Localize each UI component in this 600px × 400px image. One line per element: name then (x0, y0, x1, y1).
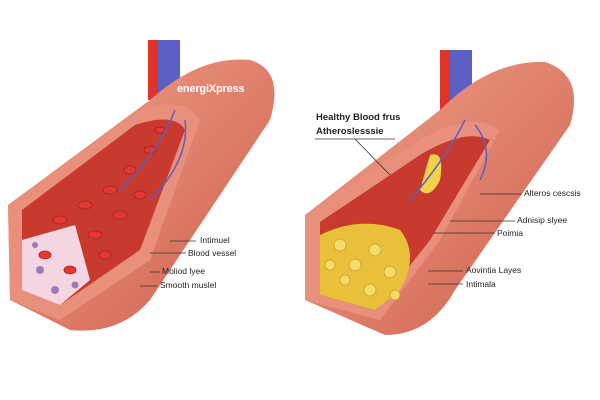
title-healthy-blood: Healthy Blood frus (316, 112, 401, 123)
healthy-vessel (8, 40, 275, 331)
logo-watermark: energiXpress (177, 83, 245, 95)
foam-cells (324, 238, 401, 301)
label-intimuel: Intimuel (200, 235, 230, 245)
artery-stem (148, 40, 158, 100)
vein-branches (119, 109, 187, 201)
label-moliod-lyee: Moliod lyee (162, 266, 205, 276)
title-atherosclerosis: Atheroslesssie (316, 126, 384, 137)
label-aovintia-layes: Aovintia Layes (466, 265, 522, 275)
leader-lines (140, 138, 522, 287)
label-poimia: Poimia (497, 228, 523, 238)
tissue-cells (32, 242, 79, 294)
atherosclerosis-vessel (305, 50, 575, 336)
label-smooth-muslel: Smooth muslel (160, 280, 217, 290)
red-blood-cells (38, 126, 166, 275)
label-intimala: Intimala (466, 279, 496, 289)
label-blood-vessel: Blood vessel (188, 248, 237, 258)
label-alteros-cescsis: Alteros cescsis (524, 188, 581, 198)
label-adnisip-slyee: Adnisip slyee (517, 215, 568, 225)
